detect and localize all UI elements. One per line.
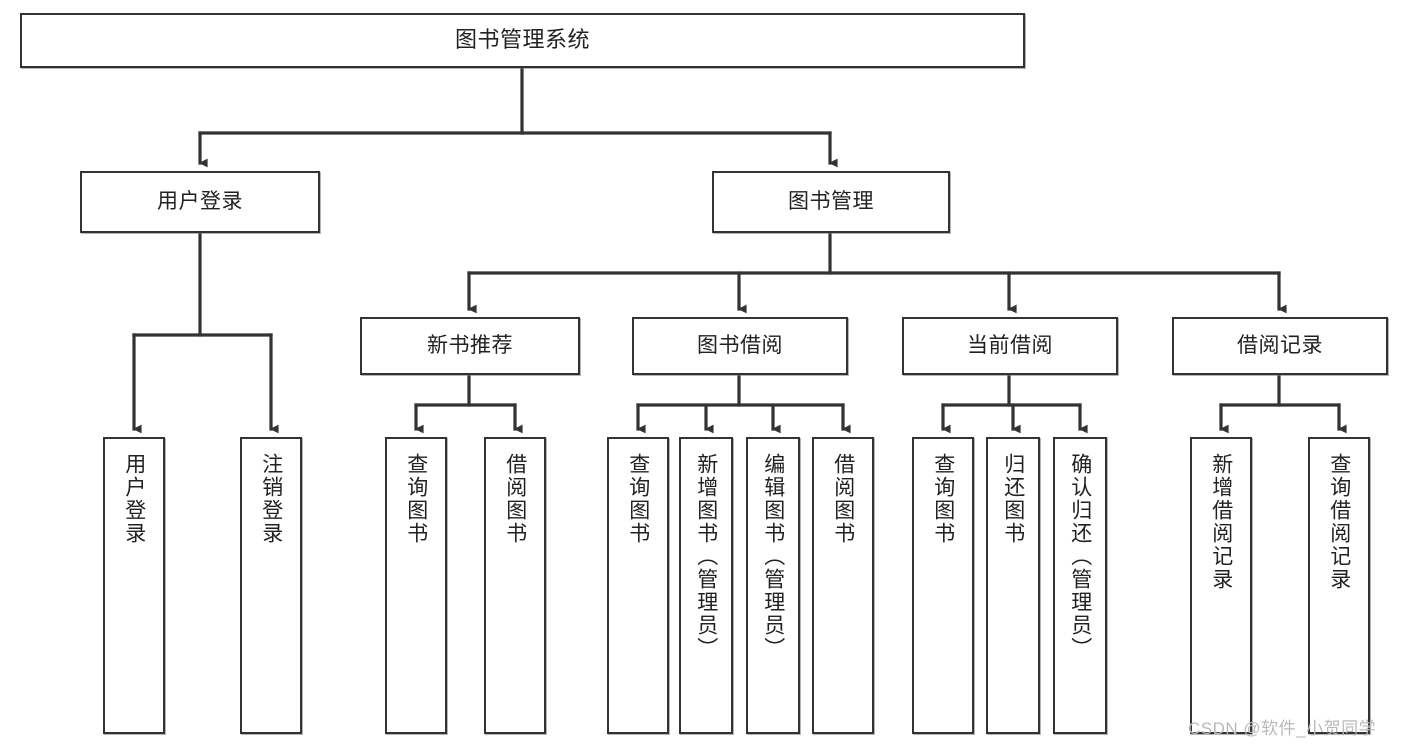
node-leaf-borrow-book-2[interactable]: 借阅图书 xyxy=(812,437,874,734)
node-label-leaf-borrow-book-2: 借阅图书 xyxy=(831,453,855,545)
node-leaf-return-book[interactable]: 归还图书 xyxy=(986,437,1040,734)
node-book-borrow[interactable]: 图书借阅 xyxy=(632,317,848,375)
node-leaf-query-book-3[interactable]: 查询图书 xyxy=(912,437,974,734)
node-label-book-borrow: 图书借阅 xyxy=(697,334,783,358)
node-leaf-query-book-1[interactable]: 查询图书 xyxy=(385,437,447,734)
node-new-book-rec[interactable]: 新书推荐 xyxy=(360,317,580,375)
node-root[interactable]: 图书管理系统 xyxy=(20,13,1025,68)
node-leaf-query-book-2[interactable]: 查询图书 xyxy=(607,437,669,734)
node-label-leaf-query-record: 查询借阅记录 xyxy=(1327,453,1351,591)
node-label-leaf-add-book: 新增图书（管理员） xyxy=(694,453,718,660)
node-label-current-borrow: 当前借阅 xyxy=(967,334,1053,358)
node-label-leaf-add-record: 新增借阅记录 xyxy=(1209,453,1233,591)
node-leaf-edit-book[interactable]: 编辑图书（管理员） xyxy=(746,437,800,734)
node-label-new-book-rec: 新书推荐 xyxy=(427,334,513,358)
node-leaf-user-login[interactable]: 用户登录 xyxy=(103,437,165,734)
node-label-leaf-query-book-2: 查询图书 xyxy=(626,453,650,545)
node-leaf-query-record[interactable]: 查询借阅记录 xyxy=(1308,437,1370,734)
node-label-leaf-logout: 注销登录 xyxy=(259,453,283,545)
node-label-user-login: 用户登录 xyxy=(157,190,243,214)
node-borrow-record[interactable]: 借阅记录 xyxy=(1172,317,1388,375)
node-leaf-confirm-return[interactable]: 确认归还（管理员） xyxy=(1053,437,1107,734)
node-current-borrow[interactable]: 当前借阅 xyxy=(902,317,1118,375)
node-label-leaf-query-book-3: 查询图书 xyxy=(931,453,955,545)
node-label-leaf-user-login: 用户登录 xyxy=(122,453,146,545)
node-label-leaf-confirm-return: 确认归还（管理员） xyxy=(1068,453,1092,660)
node-label-leaf-edit-book: 编辑图书（管理员） xyxy=(761,453,785,660)
node-label-leaf-borrow-book-1: 借阅图书 xyxy=(503,453,527,545)
node-label-leaf-query-book-1: 查询图书 xyxy=(404,453,428,545)
node-label-root: 图书管理系统 xyxy=(454,27,590,53)
node-leaf-logout[interactable]: 注销登录 xyxy=(240,437,302,734)
node-label-book-manage: 图书管理 xyxy=(788,190,874,214)
node-book-manage[interactable]: 图书管理 xyxy=(712,171,950,233)
node-leaf-add-book[interactable]: 新增图书（管理员） xyxy=(679,437,733,734)
node-leaf-borrow-book-1[interactable]: 借阅图书 xyxy=(484,437,546,734)
csdn-watermark: CSDN @软件_小贺同学 xyxy=(1188,719,1377,738)
node-user-login[interactable]: 用户登录 xyxy=(80,171,320,233)
node-label-leaf-return-book: 归还图书 xyxy=(1001,453,1025,545)
node-leaf-add-record[interactable]: 新增借阅记录 xyxy=(1190,437,1252,734)
node-label-borrow-record: 借阅记录 xyxy=(1237,334,1323,358)
